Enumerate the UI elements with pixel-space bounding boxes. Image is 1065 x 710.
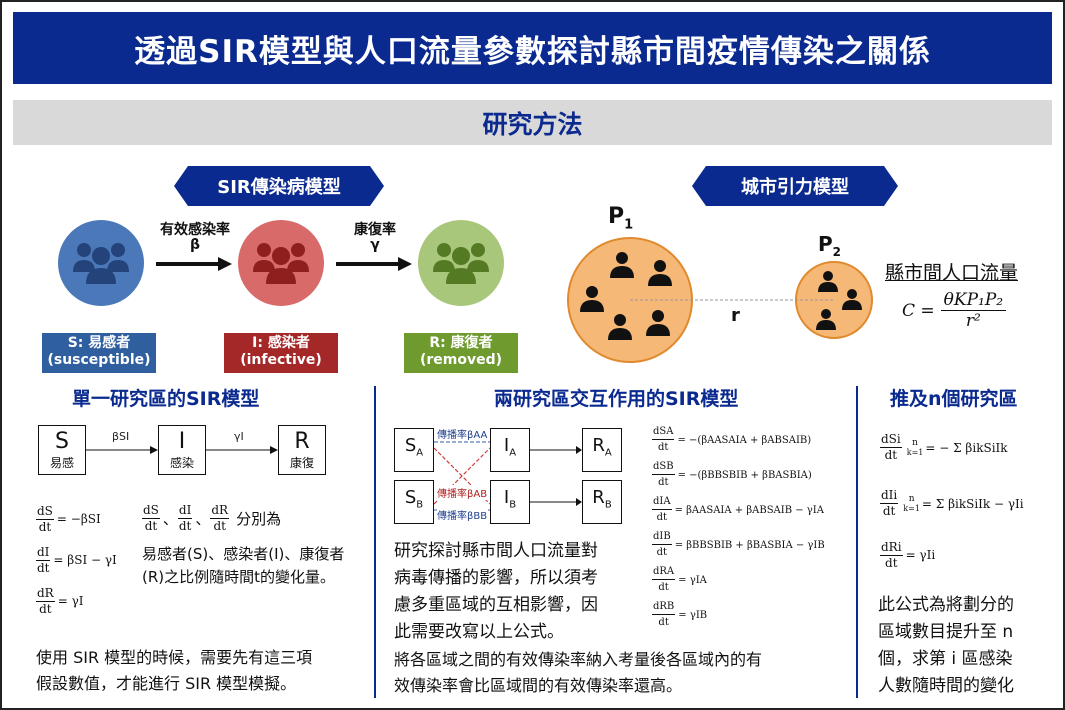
distance-label: r [731,305,740,326]
box-sa: SA [394,428,434,472]
flow-label: 縣市間人口流量 [885,262,1019,284]
box-rb: RB [582,480,622,524]
infective-tag: I: 感染者 (infective) [224,333,338,373]
city-gravity-diagram [567,237,873,363]
arrow2-label: 康復率 [354,222,396,238]
rate-bb-label: 傳播率βBB [437,507,488,522]
box-ra: RA [582,428,622,472]
rate-aa-label: 傳播率βAA [437,426,488,441]
box-ia: IA [490,428,530,472]
box-ib: IB [490,480,530,524]
edge-i-r-label: γI [234,430,244,443]
edge-i-r-arrow [206,446,278,454]
infective-circle [238,220,324,306]
removed-circle [418,220,504,306]
section-title: 研究方法 [13,100,1052,145]
edge-s-i-label: βSI [112,430,130,443]
rate-ab-label: 傳播率βAB [437,485,488,500]
box-sb: SB [394,480,434,524]
n-region-desc: 此公式為將劃分的 區域數目提升至 n 個，求第 i 區感染 人數隨時間的變化 [878,595,1014,696]
edge-s-i-arrow [86,446,158,454]
single-note-line1: 使用 SIR 模型的時候，需要先有這三項 [36,648,313,667]
sir-model-ribbon: SIR傳染病模型 [174,166,384,206]
susceptible-circle [58,220,144,306]
column-divider-2 [856,386,858,698]
single-desc-line2: 易感者(S)、感染者(I)、康復者 [142,545,345,563]
two-region-desc: 研究探討縣市間人口流量對 病毒傳播的影響，所以須考 慮多重區域的互相影響，因 此… [394,541,598,642]
people-group-icon [253,243,309,284]
arrow1-icon [156,257,232,271]
column-divider-1 [374,386,376,698]
city-p2-label: P2 [818,232,842,259]
arrow2-symbol: γ [370,237,380,253]
n-region-heading: 推及n個研究區 [890,388,1018,410]
arrow1-symbol: β [189,237,201,253]
arrow1-label: 有效感染率 [160,222,230,238]
arrow2-icon [336,257,412,271]
two-region-heading: 兩研究區交互作用的SIR模型 [494,388,739,410]
single-note-line2: 假設數值，才能進行 SIR 模型模擬。 [36,674,297,693]
people-group-icon [433,243,489,284]
gravity-formula: C = θKP₁P₂ r² [902,290,1007,331]
poster-title: 透過SIR模型與人口流量參數探討縣市間疫情傳染之關係 [13,12,1052,84]
single-region-heading: 單一研究區的SIR模型 [72,388,260,410]
two-region-note: 將各區域之間的有效傳染率納入考量後各區域內的有 效傳染率會比區域間的有效傳染率還… [394,650,763,695]
removed-tag: R: 康復者 (removed) [404,333,518,373]
people-group-icon [73,243,129,284]
city-p1-label: P1 [608,204,634,233]
susceptible-tag: S: 易感者 (susceptible) [42,333,156,373]
single-desc-line3: (R)之比例隨時間t的變化量。 [142,568,336,586]
gravity-model-ribbon: 城市引力模型 [692,166,898,206]
